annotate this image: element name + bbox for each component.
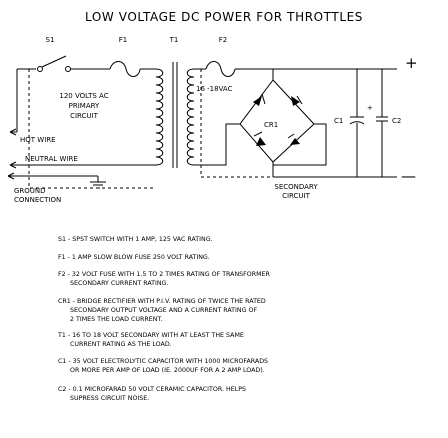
- output-negative-label: —: [401, 167, 416, 185]
- note-7-line-2: SUPRESS CIRCUIT NOISE.: [70, 395, 149, 402]
- secondary-label-2: CIRCUIT: [282, 192, 311, 200]
- diagram-title: LOW VOLTAGE DC POWER FOR THROTTLES: [85, 10, 363, 24]
- label-t1: T1: [169, 36, 179, 44]
- note-3-line-2: SECONDARY CURRENT RATING.: [70, 280, 168, 287]
- transformer-core: [172, 62, 178, 168]
- note-7-line-1: C2 - 0.1 MICROFARAD 50 VOLT CERAMIC CAPA…: [58, 386, 246, 393]
- label-f2: F2: [219, 36, 227, 44]
- secondary-circuit: [186, 61, 397, 178]
- component-notes: S1 - SPST SWITCH WITH 1 AMP, 125 VAC RAT…: [57, 236, 271, 402]
- output-positive-label: +: [405, 54, 418, 72]
- secondary-voltage-label: 16 -18VAC: [196, 85, 233, 93]
- ground-label-2: CONNECTION: [14, 196, 61, 204]
- switch-s1: [37, 55, 71, 72]
- note-4-line-3: 2 TIMES THE LOAD CURRENT.: [70, 316, 163, 323]
- note-3-line-1: F2 - 32 VOLT FUSE WITH 1.5 TO 2 TIMES RA…: [58, 271, 271, 278]
- primary-circuit: [7, 55, 164, 189]
- label-f1: F1: [119, 36, 127, 44]
- note-5-line-1: T1 - 16 TO 18 VOLT SECONDARY WITH AT LEA…: [57, 332, 244, 339]
- label-s1: S1: [46, 36, 55, 44]
- primary-label-3: CIRCUIT: [70, 112, 99, 120]
- transformer-primary-coil: [155, 68, 164, 166]
- capacitor-c1: [349, 69, 365, 177]
- neutral-wire-label: NEUTRAL WIRE: [25, 155, 78, 163]
- primary-label-2: PRIMARY: [69, 102, 100, 110]
- fuse-f2: [205, 61, 236, 77]
- fuse-f1: [109, 61, 141, 77]
- note-6-line-2: OR MORE PER AMP OF LOAD (IE. 2000UF FOR …: [70, 367, 265, 374]
- primary-label-1: 120 VOLTS AC: [59, 92, 108, 100]
- label-c1-plus: +: [367, 104, 373, 112]
- label-c2: C2: [392, 117, 401, 125]
- label-c1: C1: [334, 117, 343, 125]
- note-1-line-1: S1 - SPST SWITCH WITH 1 AMP, 125 VAC RAT…: [58, 236, 213, 243]
- secondary-label-1: SECONDARY: [274, 183, 318, 191]
- note-2-line-1: F1 - 1 AMP SLOW BLOW FUSE 250 VOLT RATIN…: [58, 254, 210, 261]
- note-4-line-1: CR1 - BRIDGE RECTIFIER WITH P.I.V. RATIN…: [58, 298, 266, 305]
- hot-wire-label: HOT WIRE: [20, 136, 56, 144]
- note-5-line-2: CURRENT RATING AS THE LOAD.: [70, 341, 172, 348]
- capacitor-c2: [376, 69, 388, 177]
- ground-symbol: [90, 181, 106, 189]
- transformer-secondary-coil: [186, 68, 195, 166]
- note-6-line-1: C1 - 35 VOLT ELECTROLYTIC CAPACITOR WITH…: [58, 358, 268, 365]
- label-cr1: CR1: [264, 121, 278, 129]
- note-4-line-2: SECONDARY OUTPUT VOLTAGE AND A CURRENT R…: [70, 307, 257, 314]
- ground-label-1: GROUND: [14, 187, 46, 195]
